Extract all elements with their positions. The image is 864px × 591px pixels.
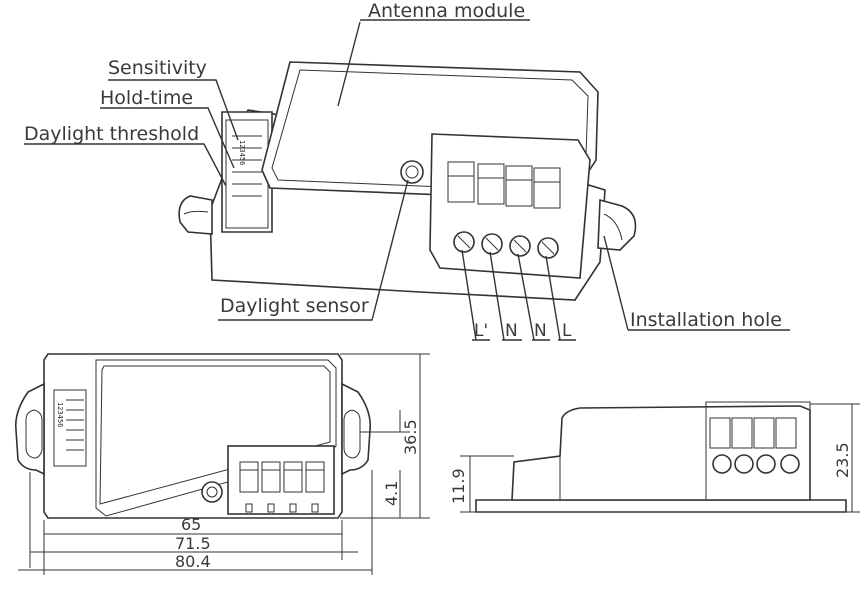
label-antenna-module: Antenna module — [368, 0, 525, 22]
dim-4-1: 4.1 — [382, 481, 401, 506]
label-daylight-sensor: Daylight sensor — [220, 295, 369, 317]
dim-65: 65 — [181, 515, 201, 534]
top-terminal-block — [239, 461, 325, 513]
dip-switch-ticks — [232, 135, 262, 197]
terminal-label-n1: N — [505, 321, 518, 341]
daylight-sensor-lens — [400, 160, 424, 184]
top-dip-ticks — [66, 399, 84, 451]
top-view: 123456 65 71.5 — [14, 353, 430, 575]
label-daylight-threshold: Daylight threshold — [24, 123, 199, 145]
iso-dip-numbers: 123456 — [238, 140, 246, 165]
label-sensitivity: Sensitivity — [108, 57, 207, 79]
dim-23-5: 23.5 — [833, 442, 852, 478]
terminal-label-l: L — [562, 321, 572, 341]
top-dip-numbers: 123456 — [56, 402, 64, 427]
label-installation-hole: Installation hole — [630, 309, 782, 331]
terminal-block — [447, 161, 561, 259]
terminal-label-n2: N — [534, 321, 547, 341]
dim-11-9: 11.9 — [449, 468, 468, 504]
label-hold-time: Hold-time — [100, 87, 193, 109]
side-view: 11.9 23.5 — [449, 401, 860, 513]
side-terminal-block — [709, 417, 800, 474]
dim-36-5: 36.5 — [401, 419, 420, 455]
isometric-view: 123456 — [24, 0, 790, 341]
dim-80-4: 80.4 — [175, 552, 211, 571]
terminal-label-l-prime: L' — [474, 321, 488, 341]
dim-71-5: 71.5 — [175, 534, 211, 553]
